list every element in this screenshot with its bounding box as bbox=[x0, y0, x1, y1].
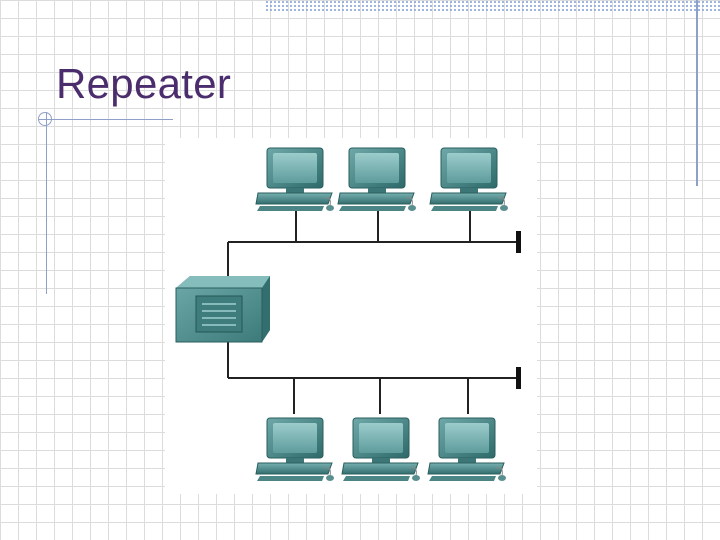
terminator-icon bbox=[516, 367, 521, 389]
right-accent-rule bbox=[696, 0, 698, 186]
desktop-computer-icon bbox=[337, 147, 417, 212]
desktop-computer-icon bbox=[429, 147, 509, 212]
title-underline bbox=[38, 119, 173, 120]
desktop-computer-icon bbox=[255, 147, 335, 212]
terminator-icon bbox=[516, 231, 521, 253]
header-dotted-bar bbox=[265, 0, 720, 11]
repeater-hub-icon bbox=[175, 276, 270, 343]
left-accent-rule bbox=[46, 112, 47, 294]
crosshair-ornament bbox=[38, 112, 52, 126]
desktop-computer-icon bbox=[341, 417, 421, 482]
desktop-computer-icon bbox=[427, 417, 507, 482]
desktop-computer-icon bbox=[255, 417, 335, 482]
slide-title: Repeater bbox=[56, 60, 232, 107]
